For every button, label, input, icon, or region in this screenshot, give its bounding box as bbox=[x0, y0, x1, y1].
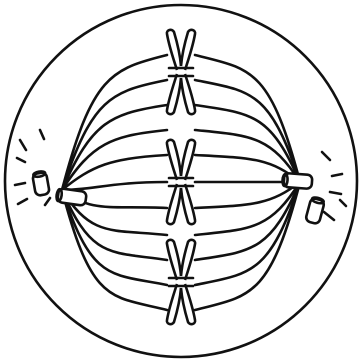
chromatid-arm bbox=[181, 30, 195, 70]
centriole-left-horizontal bbox=[56, 188, 87, 206]
chromatid-arm bbox=[181, 74, 195, 114]
centriole-right-vertical bbox=[305, 196, 325, 224]
chromatid-arm bbox=[181, 284, 195, 324]
chromatid-arm bbox=[181, 240, 195, 280]
aster-ray bbox=[45, 198, 50, 205]
aster-ray bbox=[40, 130, 44, 139]
chromosomes bbox=[167, 30, 195, 324]
aster-ray bbox=[322, 152, 330, 160]
aster-ray bbox=[20, 140, 26, 150]
aster-ray bbox=[324, 212, 334, 220]
aster-ray bbox=[18, 199, 27, 204]
centriole-left-vertical bbox=[32, 170, 50, 196]
aster-ray bbox=[17, 158, 25, 162]
chromatid-arm bbox=[167, 30, 181, 70]
centromere bbox=[169, 278, 193, 286]
centriole-right-horizontal bbox=[282, 173, 312, 189]
spindle-fiber bbox=[195, 182, 300, 310]
aster-ray bbox=[15, 183, 25, 185]
aster-ray bbox=[332, 174, 342, 176]
chromosome bbox=[167, 240, 195, 324]
spindle-fiber bbox=[195, 55, 300, 182]
aster-ray bbox=[340, 200, 346, 206]
chromatid-arm bbox=[181, 184, 195, 224]
aster-ray bbox=[330, 192, 341, 194]
chromosome bbox=[167, 140, 195, 224]
chromatid-arm bbox=[181, 140, 195, 180]
chromatid-arm bbox=[167, 74, 181, 114]
centromere bbox=[169, 178, 193, 186]
chromatid-arm bbox=[167, 140, 181, 180]
spindle-fiber bbox=[62, 182, 167, 190]
chromatid-arm bbox=[167, 284, 181, 324]
chromatid-arm bbox=[167, 184, 181, 224]
chromatid-arm bbox=[167, 240, 181, 280]
chromosome bbox=[167, 30, 195, 114]
centromere bbox=[169, 68, 193, 76]
